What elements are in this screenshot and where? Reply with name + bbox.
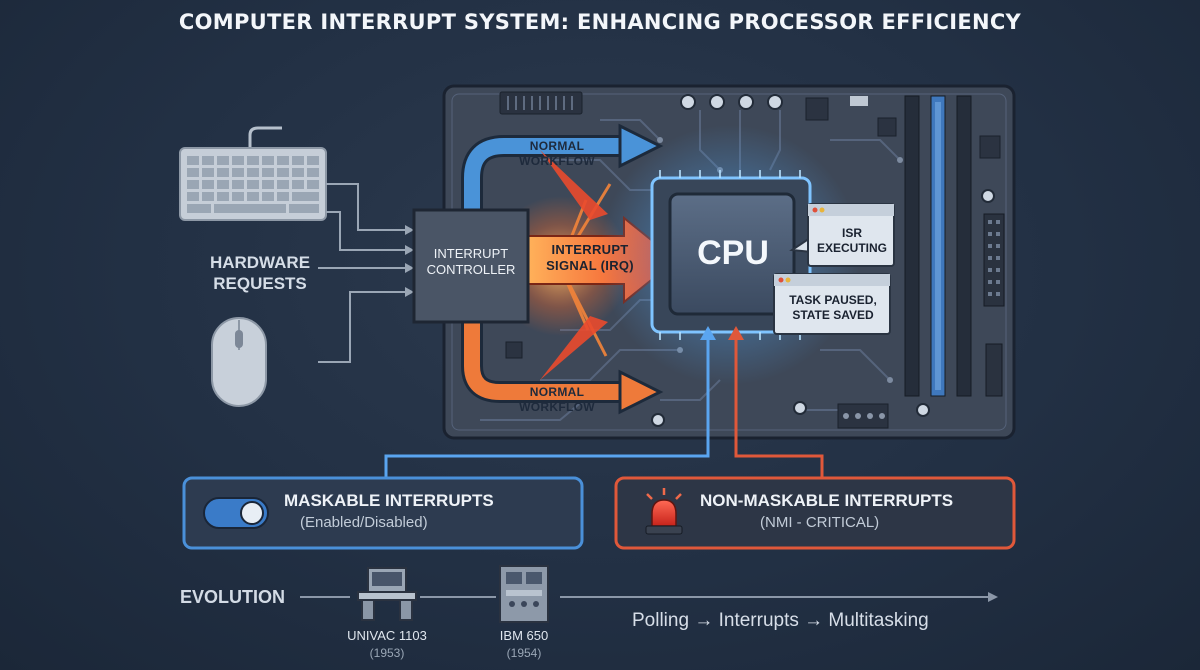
toggle-switch-icon (203, 497, 269, 529)
maskable-connector (384, 326, 716, 478)
nonmaskable-title: NON-MASKABLE INTERRUPTS (700, 491, 954, 510)
device-connectors (318, 183, 405, 363)
ibm-machine-icon (499, 565, 549, 623)
evolution-timeline (300, 592, 998, 602)
normal-workflow-top-arrow (461, 123, 664, 300)
keyboard-icon (179, 126, 327, 221)
task-paused-window (773, 273, 891, 335)
maskable-subtitle: (Enabled/Disabled) (300, 514, 428, 531)
task-paused-label: TASK PAUSED, STATE SAVED (789, 293, 877, 322)
irq-signal-label: INTERRUPT SIGNAL (IRQ) (546, 242, 634, 274)
hardware-requests-label: HARDWARE REQUESTS (209, 253, 311, 294)
cpu-label: CPU (697, 234, 769, 272)
evolution-trend-text: Polling → Interrupts → Multitasking (632, 610, 929, 631)
interrupt-controller-label: INTERRUPT CONTROLLER (426, 246, 516, 278)
normal-workflow-top-label: NORMAL WORKFLOW (519, 139, 595, 168)
machine-year: (1953) (369, 646, 405, 660)
machine-year: (1954) (506, 646, 542, 660)
normal-workflow-bottom-label: NORMAL WORKFLOW (519, 385, 595, 414)
normal-workflow-bottom-arrow (461, 320, 664, 415)
interrupt-controller-box (412, 208, 530, 324)
maskable-interrupts-box (182, 476, 584, 550)
machine-name: UNIVAC 1103 (347, 628, 427, 643)
maskable-title: MASKABLE INTERRUPTS (284, 491, 494, 510)
isr-executing-window (789, 203, 895, 267)
page-title: COMPUTER INTERRUPT SYSTEM: ENHANCING PRO… (178, 10, 1022, 34)
machine-name: IBM 650 (499, 628, 549, 643)
nonmaskable-connector (728, 326, 824, 478)
isr-executing-label: ISR EXECUTING (816, 226, 887, 255)
evolution-label: EVOLUTION (180, 587, 286, 607)
univac-machine-icon (357, 567, 417, 621)
nonmaskable-interrupts-box (614, 476, 1016, 550)
mouse-icon (211, 317, 267, 407)
nonmaskable-subtitle: (NMI - CRITICAL) (760, 514, 880, 531)
siren-icon (645, 488, 683, 535)
